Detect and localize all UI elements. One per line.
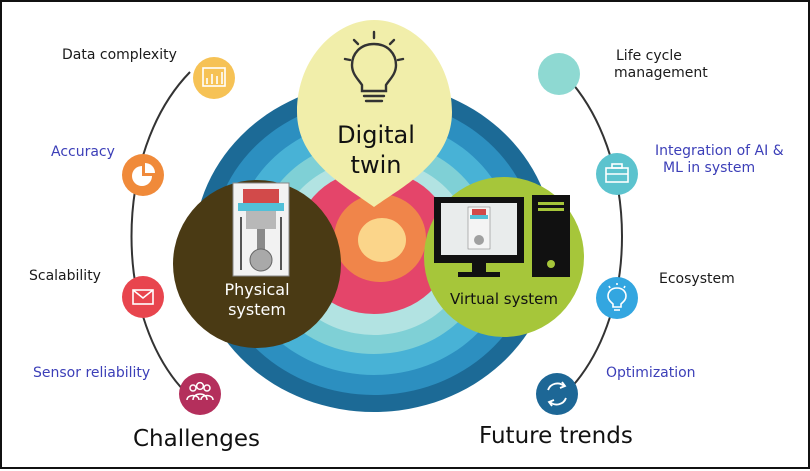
future-trends-heading: Future trends	[479, 423, 633, 449]
life-cycle-line2: management	[614, 65, 708, 81]
computer-icon	[434, 195, 570, 277]
ecosystem-lightbulb-icon	[607, 283, 627, 311]
accuracy-bubble	[122, 154, 164, 196]
data-complexity-bubble	[193, 57, 235, 99]
digital-twin-line1: Digital	[337, 121, 415, 149]
virtual-system-label: Virtual system	[449, 290, 558, 308]
right-arc	[561, 71, 623, 398]
digital-twin-line2: twin	[350, 151, 402, 179]
physical-system-line2: system	[228, 300, 286, 319]
integration-line2: ML in system	[663, 160, 756, 176]
optimization-bubble	[536, 373, 578, 415]
mail-icon	[132, 289, 154, 305]
challenge-label-sensor-reliability: Sensor reliability	[33, 365, 151, 381]
lightbulb-icon	[343, 30, 405, 103]
future-label-optimization: Optimization	[606, 365, 696, 381]
integration-line1: Integration of AI &	[655, 143, 784, 159]
future-label-ecosystem: Ecosystem	[659, 271, 735, 287]
ring-inner	[358, 218, 406, 262]
people-icon	[186, 381, 214, 401]
life-cycle-bubble	[538, 53, 580, 95]
cycle-arrows-icon	[547, 381, 567, 407]
pie-chart-icon	[132, 163, 155, 186]
challenge-label-data-complexity: Data complexity	[62, 47, 177, 63]
engine-image	[232, 182, 290, 277]
physical-system-label: Physical system	[207, 280, 307, 320]
future-label-life-cycle: Life cycle management	[614, 48, 708, 82]
digital-twin-title: Digital twin	[324, 120, 428, 180]
future-bubbles	[536, 53, 638, 415]
digital-twin-bubble	[297, 20, 452, 207]
ecosystem-bubble	[596, 277, 638, 319]
challenges-heading: Challenges	[133, 426, 260, 452]
briefcase-icon	[605, 163, 629, 183]
future-label-integration: Integration of AI & ML in system	[655, 143, 784, 177]
physical-system-line1: Physical	[224, 280, 290, 299]
challenge-label-scalability: Scalability	[29, 268, 101, 284]
life-cycle-line1: Life cycle	[616, 48, 682, 64]
left-arc	[130, 71, 191, 398]
bar-chart-icon	[202, 67, 226, 87]
challenge-label-accuracy: Accuracy	[51, 144, 115, 160]
